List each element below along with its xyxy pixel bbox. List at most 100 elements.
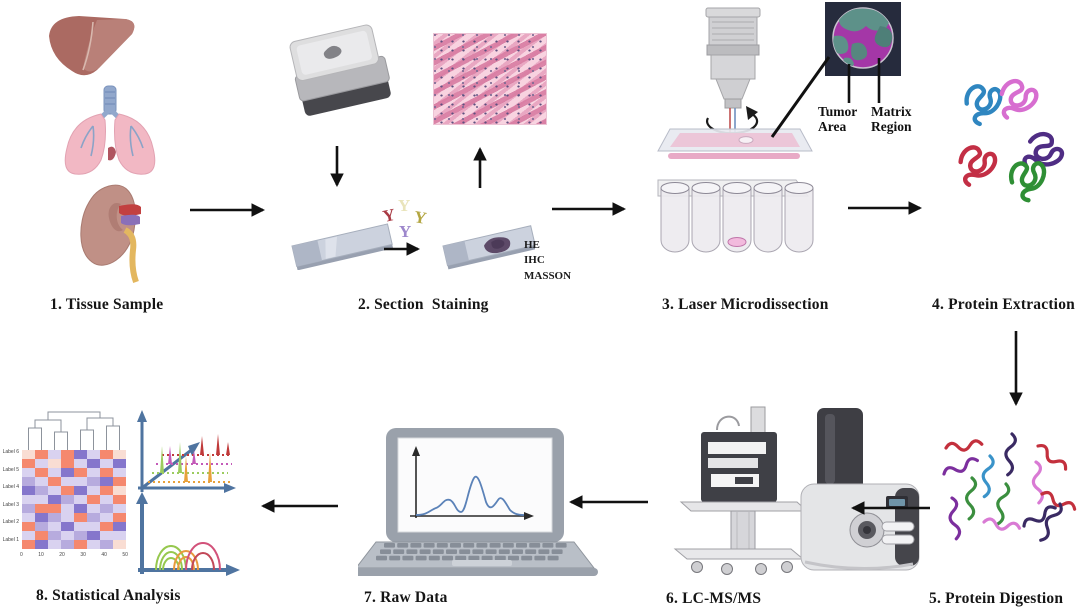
step-label-lcmsms: 6. LC-MS/MS — [666, 590, 762, 607]
heatmap-cell — [87, 468, 100, 477]
liver-icon — [49, 16, 135, 76]
heatmap-cell — [113, 450, 126, 459]
heatmap-row-label: Label 2 — [2, 519, 19, 526]
tumor-area-patches — [833, 8, 893, 68]
heatmap-cell — [35, 450, 48, 459]
heatmap-cell — [74, 522, 87, 531]
heatmap-cell — [74, 477, 87, 486]
hplc-cart — [673, 406, 809, 575]
laptop-base — [358, 568, 598, 576]
heatmap-cell — [22, 495, 35, 504]
heatmap-cell — [48, 540, 61, 549]
heatmap-cell — [100, 468, 113, 477]
heatmap-x-tick: 30 — [80, 552, 86, 558]
curve-arcs — [155, 542, 221, 571]
heatmap-cell — [61, 486, 74, 495]
heatmap-cell — [48, 495, 61, 504]
heatmap-cell — [61, 477, 74, 486]
heatmap-cell — [22, 459, 35, 468]
stain-he: HE — [524, 239, 540, 251]
heatmap-cell — [22, 540, 35, 549]
heatmap-cell — [113, 486, 126, 495]
heatmap-cell — [100, 459, 113, 468]
heatmap-cell — [113, 513, 126, 522]
heatmap-cell — [100, 531, 113, 540]
inset-label-tumor: Tumor Area — [818, 104, 858, 135]
step-label-section-staining: 2. Section Staining — [358, 296, 489, 313]
heatmap-cell — [74, 531, 87, 540]
antibody-icon-cream: Y — [398, 196, 411, 215]
antibody-icon-purple: Y — [399, 222, 412, 241]
inset-label-matrix: Matrix Region — [871, 104, 912, 135]
heatmap-cell — [113, 540, 126, 549]
heatmap-cell — [61, 468, 74, 477]
heatmap-cell — [61, 513, 74, 522]
spectra-peaks — [160, 434, 230, 482]
heatmap-cell — [87, 486, 100, 495]
heatmap-cell — [74, 468, 87, 477]
heatmap-cell — [100, 486, 113, 495]
heatmap-cell — [100, 450, 113, 459]
protein-blue — [965, 83, 1004, 125]
heatmap-cell — [100, 495, 113, 504]
heatmap-cell — [113, 459, 126, 468]
heatmap-cell — [113, 468, 126, 477]
heatmap-cell — [48, 531, 61, 540]
heatmap-cell — [35, 513, 48, 522]
heatmap-cell — [61, 504, 74, 513]
blank-slide-icon — [291, 223, 394, 270]
heatmap-cell — [22, 504, 35, 513]
heatmap-cell — [100, 504, 113, 513]
lungs-icon — [64, 85, 156, 175]
heatmap-cell — [22, 468, 35, 477]
heatmap-cell — [87, 531, 100, 540]
heatmap-cell — [87, 495, 100, 504]
stain-methods-note: HE IHC MASSON — [524, 238, 571, 284]
step-label-statistical-analysis: 8. Statistical Analysis — [36, 587, 181, 604]
heatmap-cell — [48, 513, 61, 522]
heatmap-cell — [22, 486, 35, 495]
heatmap-cell — [48, 486, 61, 495]
kidney-icon — [80, 184, 141, 284]
heatmap-cell — [113, 531, 126, 540]
dendrogram-icon — [28, 411, 120, 450]
heatmap-cell — [113, 477, 126, 486]
heatmap-cell — [87, 504, 100, 513]
heatmap-cell — [74, 504, 87, 513]
heatmap-cell — [61, 495, 74, 504]
step-label-protein-digestion: 5. Protein Digestion — [929, 590, 1064, 607]
elution-curves-plot-icon — [136, 492, 240, 576]
microscope-objective-icon — [705, 7, 761, 146]
heatmap-cell — [48, 450, 61, 459]
heatmap-cell — [87, 540, 100, 549]
heatmap-cell — [87, 450, 100, 459]
heatmap-cell — [22, 522, 35, 531]
stain-masson: MASSON — [524, 269, 572, 282]
heatmap-cell — [35, 531, 48, 540]
heatmap-cell — [35, 468, 48, 477]
digested-peptides-icon — [940, 431, 1078, 544]
paraffin-block-icon — [289, 24, 391, 116]
heatmap-x-tick: 0 — [20, 552, 23, 558]
laptop-raw-data-icon — [358, 428, 598, 576]
heatmap-cell — [74, 540, 87, 549]
heatmap-cell — [48, 522, 61, 531]
heatmap-cell — [48, 504, 61, 513]
protein-orchid — [997, 79, 1038, 123]
lcmsms-instrument-icon — [673, 406, 920, 575]
heatmap-cell — [35, 477, 48, 486]
heatmap-cell — [87, 477, 100, 486]
heatmap-cell — [35, 459, 48, 468]
stain-ihc: IHC — [524, 254, 545, 267]
protein-red — [959, 147, 996, 187]
heatmap-x-tick: 20 — [59, 552, 65, 558]
heatmap-cell — [74, 513, 87, 522]
heatmap-row-label: Label 4 — [2, 484, 19, 491]
spectra-plot-icon — [137, 410, 236, 493]
heatmap-cell — [100, 477, 113, 486]
stained-slide-icon — [442, 225, 535, 270]
heatmap-cell — [113, 522, 126, 531]
heatmap-cell — [61, 531, 74, 540]
